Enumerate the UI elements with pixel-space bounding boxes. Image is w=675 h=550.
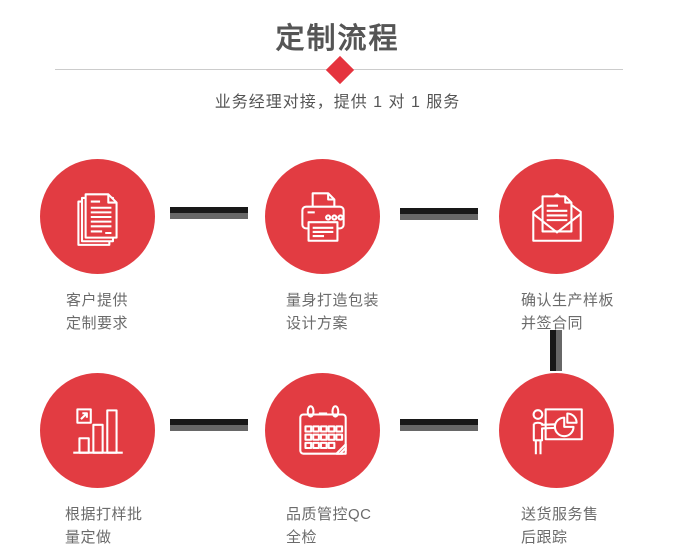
step-label-line1: 客户提供: [66, 292, 129, 309]
step-label-line2: 定制要求: [66, 315, 129, 332]
step-label: 确认生产样板 并签合同: [521, 289, 614, 335]
step-label-line1: 量身打造包装: [286, 292, 380, 309]
diamond-icon: [325, 55, 355, 85]
step-circle-batch-production: [40, 373, 155, 488]
step-label: 品质管控QC 全检: [286, 503, 372, 549]
step-label-line2: 设计方案: [286, 315, 349, 332]
step-label-line2: 并签合同: [521, 315, 584, 332]
step-label-line1: 根据打样批: [65, 506, 143, 523]
step-label-line1: 确认生产样板: [521, 292, 615, 309]
step-circle-quality-control: [265, 373, 380, 488]
envelope-icon: [531, 192, 582, 242]
presentation-icon: [532, 407, 583, 454]
step-label: 根据打样批 量定做: [65, 503, 143, 549]
step-label-line2: 后跟踪: [521, 529, 568, 546]
calendar-icon: [298, 404, 347, 455]
connector-horizontal: [170, 207, 248, 219]
step-label-line2: 全检: [286, 529, 318, 546]
step-label-line2: 量定做: [65, 529, 112, 546]
step-circle-delivery-aftersales: [499, 373, 614, 488]
step-label-line1: 送货服务售: [521, 506, 599, 523]
step-circle-sample-contract: [499, 159, 614, 274]
step-label: 量身打造包装 设计方案: [286, 289, 379, 335]
step-label-line1: 品质管控QC: [286, 506, 372, 523]
connector-vertical: [550, 330, 562, 371]
connector-horizontal: [400, 208, 478, 220]
documents-icon: [76, 192, 118, 246]
page-title: 定制流程: [275, 23, 400, 55]
step-label: 送货服务售 后跟踪: [521, 503, 599, 549]
step-circle-packaging-design: [265, 159, 380, 274]
printer-icon: [300, 191, 345, 242]
step-circle-customer-requirements: [40, 159, 155, 274]
page-subtitle: 业务经理对接，提供 1 对 1 服务: [214, 94, 461, 111]
bar-chart-icon: [72, 407, 123, 454]
connector-horizontal: [170, 419, 248, 431]
connector-horizontal: [400, 419, 478, 431]
step-label: 客户提供 定制要求: [66, 289, 128, 335]
